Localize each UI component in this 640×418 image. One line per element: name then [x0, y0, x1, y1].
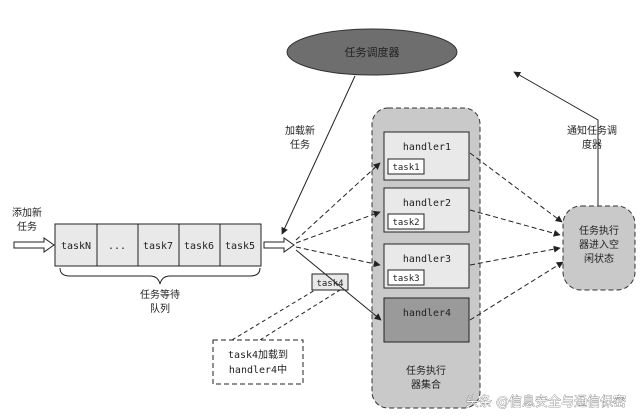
queue-cell	[54, 223, 98, 267]
handler-box	[383, 187, 470, 233]
queue-name-line1: 任务等待	[140, 288, 180, 301]
watermark: 头条 @信息安全与通信保密	[466, 394, 626, 410]
load-new-task-arrow	[281, 75, 356, 235]
note-callout-line	[231, 289, 316, 341]
handler-idle-arrow	[469, 152, 563, 223]
handler-label: handler2	[403, 198, 451, 209]
note-box	[212, 339, 304, 385]
handler-label: handler3	[403, 254, 451, 265]
executor-set-label-line2: 器集合	[411, 378, 441, 391]
handler-label: handler4	[403, 308, 451, 319]
handler-task-tag	[387, 213, 425, 230]
moving-task-label: task4	[316, 279, 343, 289]
executor-set-label-line1: 任务执行	[406, 364, 446, 377]
note-callout-line	[259, 289, 341, 341]
handler-box	[383, 243, 470, 289]
idle-state-line2: 器进入空	[579, 238, 619, 251]
dispatch-dashed-arrow	[295, 162, 381, 241]
queue-cell-label: task7	[143, 241, 173, 252]
idle-state-box	[562, 205, 636, 291]
note-line2: handler4中	[229, 363, 287, 376]
add-new-task-arrow	[13, 237, 55, 253]
handler-label: handler1	[403, 142, 451, 153]
idle-state-line3: 闲状态	[584, 252, 614, 265]
queue-cell-label: task5	[225, 241, 255, 252]
handler-task-label: task2	[392, 218, 419, 228]
queue-brace	[59, 267, 261, 285]
load-new-task-label-line2: 任务	[290, 138, 310, 151]
scheduler-ellipse	[286, 28, 458, 76]
handler-task-tag	[387, 269, 425, 286]
queue-cell	[219, 223, 262, 267]
load-new-task-label-line1: 加载新	[285, 124, 315, 137]
dispatch-dashed-arrow	[295, 210, 381, 244]
notify-label-line2: 度器	[582, 138, 602, 151]
load-task4-arrow	[295, 249, 382, 321]
handler-idle-arrow	[469, 245, 561, 266]
queue-cell-label: taskN	[61, 241, 91, 252]
queue-name-line2: 队列	[150, 302, 170, 315]
idle-state-line1: 任务执行	[579, 224, 619, 237]
handler-task-tag	[387, 158, 425, 175]
queue-cell-label: task6	[184, 241, 214, 252]
queue-cell-label: ...	[108, 241, 126, 252]
dispatch-arrow	[263, 237, 295, 253]
add-new-task-label-line1: 添加新	[12, 206, 42, 219]
handler-task-label: task1	[392, 163, 419, 173]
handler-idle-arrow	[469, 261, 564, 321]
queue-cell	[178, 223, 221, 267]
handler-idle-arrow	[469, 209, 561, 237]
dispatch-dashed-arrow	[295, 246, 381, 268]
waiting-queue: taskN ... task7 task6 task5	[54, 223, 262, 267]
queue-cell	[137, 223, 180, 267]
scheduler-label: 任务调度器	[345, 45, 400, 59]
notify-scheduler-arrow	[513, 71, 599, 206]
handler-box-loading	[383, 297, 470, 343]
note-line1: task4加载到	[228, 349, 288, 361]
add-new-task-label-line2: 任务	[17, 220, 37, 233]
notify-label-line1: 通知任务调	[567, 124, 617, 137]
queue-cell	[96, 223, 139, 267]
handler-task-label: task3	[392, 274, 419, 284]
handler-box	[383, 131, 470, 181]
